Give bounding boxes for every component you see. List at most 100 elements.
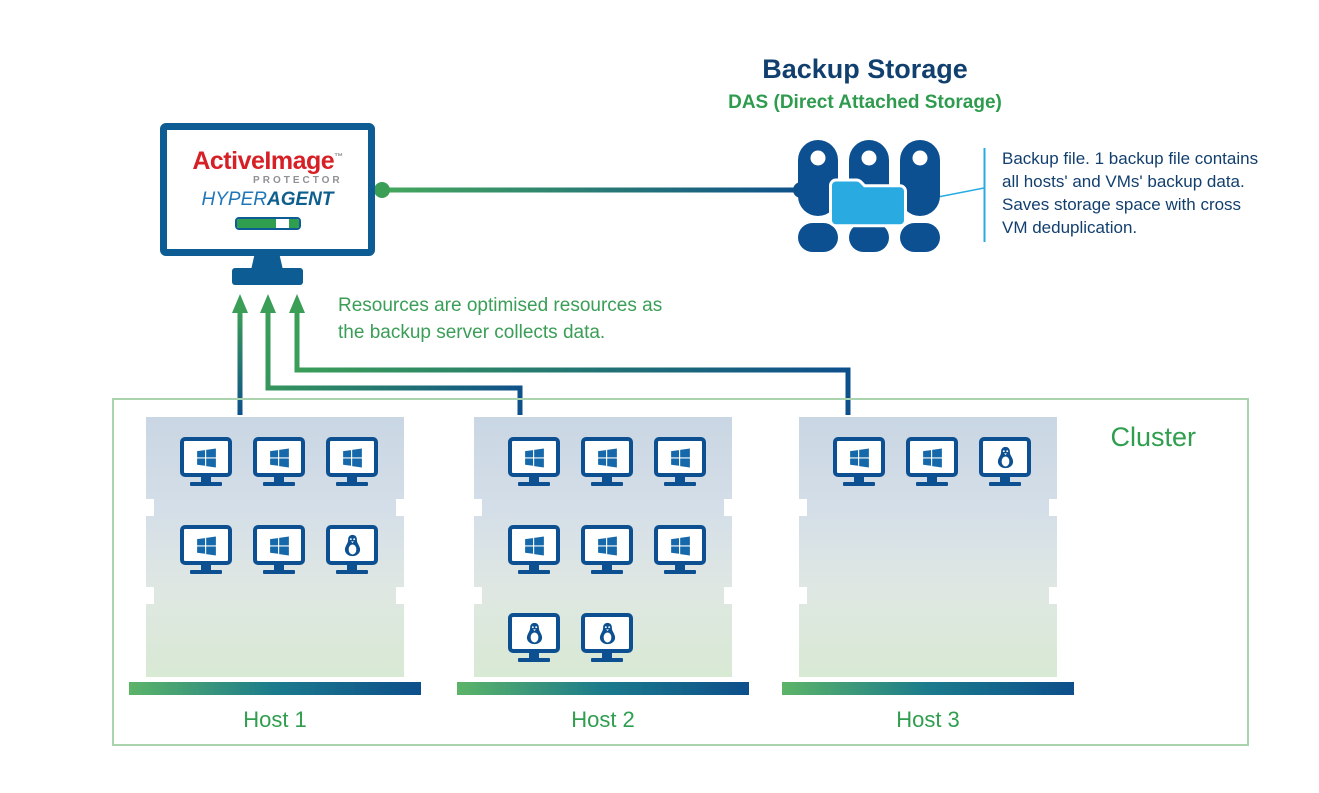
windows-logo-icon (196, 448, 216, 467)
vm-stand (274, 565, 284, 570)
backup-storage-title-block: Backup Storage DAS (Direct Attached Stor… (690, 54, 1040, 114)
panel-notch (145, 587, 154, 604)
vm-windows (581, 525, 633, 613)
windows-logo-icon (670, 536, 690, 555)
vm-linux (326, 525, 378, 613)
vm-screen (581, 525, 633, 565)
arrowhead-icon (260, 294, 276, 313)
logo-wordmark: ActiveImage™ (192, 147, 343, 175)
vm-stand-base (190, 482, 222, 486)
host-panel (798, 417, 1058, 677)
vm-stand (675, 565, 685, 570)
monitor-stand (251, 256, 283, 270)
windows-logo-icon (524, 536, 544, 555)
vm-stand-base (336, 570, 368, 574)
panel-notch (396, 499, 405, 516)
vm-screen (253, 437, 305, 477)
progress-fill (236, 219, 277, 228)
panel-notch (473, 499, 482, 516)
vm-screen (326, 437, 378, 477)
vm-windows (654, 437, 706, 525)
page-subtitle: DAS (Direct Attached Storage) (728, 92, 1002, 113)
panel-notch (396, 587, 405, 604)
connector-dot-green (374, 182, 390, 198)
vm-screen (581, 613, 633, 653)
tux-penguin-icon (599, 622, 615, 644)
vm-windows (180, 525, 232, 613)
vm-stand (201, 565, 211, 570)
vm-screen (581, 437, 633, 477)
vm-screen (508, 613, 560, 653)
backup-file-note: Backup file. 1 backup file contains all … (1002, 147, 1258, 239)
vm-stand (675, 477, 685, 482)
host-panel (473, 417, 733, 677)
vm-stand (602, 477, 612, 482)
vm-stand-base (591, 658, 623, 662)
vm-screen (654, 525, 706, 565)
vm-stand-base (591, 482, 623, 486)
vm-windows (180, 437, 232, 525)
vm-stand (1000, 477, 1010, 482)
vm-row (474, 613, 732, 701)
vm-screen (979, 437, 1031, 477)
vm-screen (508, 525, 560, 565)
progress-tip (288, 219, 299, 228)
vm-stand (347, 477, 357, 482)
vm-screen (180, 525, 232, 565)
progress-gap (276, 219, 289, 228)
panel-notch (724, 499, 733, 516)
vm-screen (654, 437, 706, 477)
host-gradient-bar (457, 682, 749, 695)
vm-stand (927, 477, 937, 482)
host-panel (145, 417, 405, 677)
host-label: Host 1 (243, 707, 307, 732)
panel-notch (724, 587, 733, 604)
host-gradient-bar (129, 682, 421, 695)
vm-screen (508, 437, 560, 477)
activeimage-logo: ActiveImage™ PROTECTOR (192, 147, 343, 187)
vm-screen (326, 525, 378, 565)
windows-logo-icon (269, 448, 289, 467)
vm-stand (201, 477, 211, 482)
vm-stand (274, 477, 284, 482)
host-3: Host 3 (782, 417, 1074, 733)
arrowhead-icon (289, 294, 305, 313)
note-line: all hosts' and VMs' backup data. (1002, 172, 1245, 191)
logo-image-text: Image (264, 147, 335, 175)
host-2: Host 2 (457, 417, 749, 733)
connector-host2-to-server (265, 311, 523, 415)
hyperagent-label: HYPERAGENT (202, 190, 334, 209)
panel-notch (1049, 499, 1058, 516)
vm-stand-base (263, 570, 295, 574)
vm-linux (508, 613, 560, 701)
panel-notch (798, 587, 807, 604)
note-line: Saves storage space with cross (1002, 195, 1242, 214)
windows-logo-icon (196, 536, 216, 555)
vm-windows (906, 437, 958, 525)
resources-note: Resources are optimised resources as the… (338, 292, 662, 346)
vm-stand-base (190, 570, 222, 574)
vm-row (474, 437, 732, 525)
vm-stand (529, 653, 539, 658)
vm-stand-base (263, 482, 295, 486)
vm-stand-base (989, 482, 1021, 486)
host-gradient-bar (782, 682, 1074, 695)
vm-stand-base (916, 482, 948, 486)
vm-stand-base (591, 570, 623, 574)
vm-windows (508, 525, 560, 613)
host-label: Host 3 (896, 707, 960, 732)
note-line: the backup server collects data. (338, 322, 606, 343)
vm-stand (347, 565, 357, 570)
vm-stand-base (843, 482, 875, 486)
vm-row (474, 525, 732, 613)
vm-stand-base (664, 570, 696, 574)
agent-text: AGENT (266, 189, 334, 210)
windows-logo-icon (597, 448, 617, 467)
vm-stand-base (664, 482, 696, 486)
logo-protector-text: PROTECTOR (253, 175, 343, 186)
connector-host3-to-server (294, 311, 851, 415)
panel-notch (145, 499, 154, 516)
note-line: Resources are optimised resources as (338, 295, 663, 316)
windows-logo-icon (670, 448, 690, 467)
